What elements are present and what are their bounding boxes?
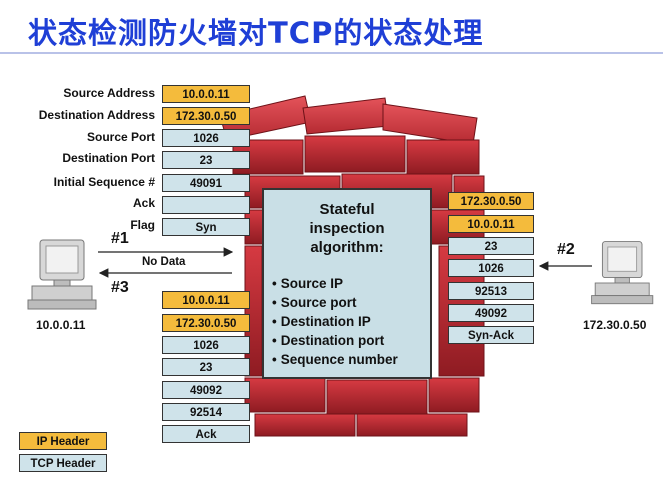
- left-host-ip: 10.0.0.11: [36, 318, 86, 332]
- right-packet-source-port: 23: [448, 237, 534, 255]
- right-packet-flag: Syn-Ack: [448, 326, 534, 344]
- label-source-address: Source Address: [63, 86, 155, 100]
- right-packet-sequence: 92513: [448, 282, 534, 300]
- arrow-label-3: #3: [111, 279, 129, 296]
- left-packet-destination-address: 172.30.0.50: [162, 107, 250, 125]
- legend-ip-header: IP Header: [19, 432, 107, 450]
- bottom-packet-ack: 92514: [162, 403, 250, 421]
- right-packet-source-address: 172.30.0.50: [448, 192, 534, 210]
- bottom-packet-flag: Ack: [162, 425, 250, 443]
- left-packet-source-address: 10.0.0.11: [162, 85, 250, 103]
- right-host-ip: 172.30.0.50: [583, 318, 647, 332]
- page-title: 状态检测防火墙对TCP的状态处理: [28, 16, 484, 50]
- label-initial-sequence: Initial Sequence #: [53, 175, 155, 189]
- left-computer-icon: [27, 239, 97, 310]
- stateful-inspection-title: Stateful inspection algorithm:: [309, 201, 385, 256]
- label-flag: Flag: [130, 218, 155, 232]
- label-destination-port: Destination Port: [62, 151, 155, 165]
- bottom-packet-destination-port: 23: [162, 358, 250, 376]
- criteria-destination-port: Destination port: [272, 331, 398, 350]
- stateful-inspection-box: Stateful inspection algorithm: Source IP…: [262, 188, 432, 379]
- legend-tcp-header: TCP Header: [19, 454, 107, 472]
- right-packet-ack: 49092: [448, 304, 534, 322]
- right-packet-destination-port: 1026: [448, 259, 534, 277]
- title-divider: [0, 52, 663, 54]
- left-packet-ack: [162, 196, 250, 214]
- criteria-sequence-number: Sequence number: [272, 350, 398, 369]
- bottom-packet-source-port: 1026: [162, 336, 250, 354]
- arrow-label-1: #1: [111, 230, 129, 247]
- arrow-label-no-data: No Data: [142, 256, 186, 268]
- left-packet-source-port: 1026: [162, 129, 250, 147]
- inspection-criteria-list: Source IP Source port Destination IP Des…: [272, 274, 398, 369]
- label-source-port: Source Port: [86, 130, 155, 144]
- criteria-destination-ip: Destination IP: [272, 312, 398, 331]
- bottom-packet-source-address: 10.0.0.11: [162, 291, 250, 309]
- label-destination-address: Destination Address: [38, 108, 155, 122]
- criteria-source-port: Source port: [272, 293, 398, 312]
- right-packet-destination-address: 10.0.0.11: [448, 215, 534, 233]
- criteria-source-ip: Source IP: [272, 274, 398, 293]
- bottom-packet-destination-address: 172.30.0.50: [162, 314, 250, 332]
- left-packet-sequence: 49091: [162, 174, 250, 192]
- label-ack: Ack: [132, 196, 155, 210]
- left-packet-destination-port: 23: [162, 151, 250, 169]
- right-computer-icon: [591, 241, 654, 305]
- bottom-packet-sequence: 49092: [162, 381, 250, 399]
- left-packet-flag: Syn: [162, 218, 250, 236]
- arrow-label-2: #2: [557, 241, 575, 258]
